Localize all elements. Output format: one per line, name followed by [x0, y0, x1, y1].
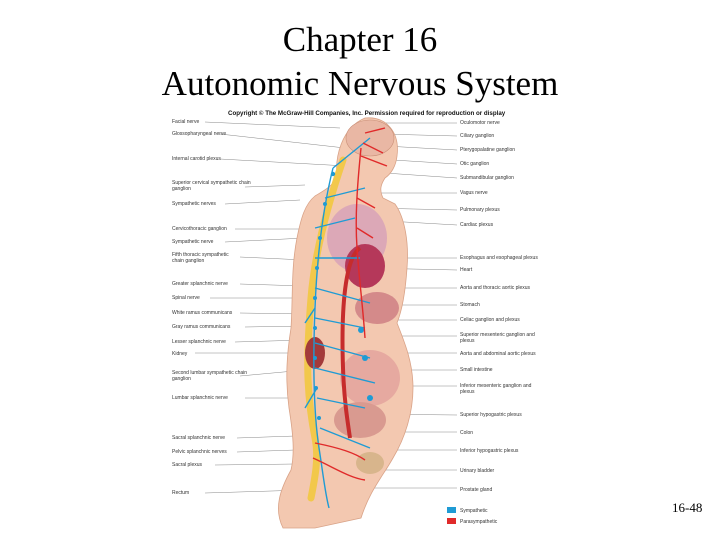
- legend-label-parasympathetic: Parasympathetic: [460, 519, 498, 525]
- label-pterygopalatine-ganglion: Pterygopalatine ganglion: [460, 147, 516, 153]
- label-fifth-thoracic-ganglion: Fifth thoracic sympathetic chain ganglio…: [172, 252, 229, 264]
- legend-swatch-sympathetic: [447, 507, 456, 513]
- label-superior-hypogastric-plexus: Superior hypogastric plexus: [460, 412, 522, 418]
- legend-label-sympathetic: Sympathetic: [460, 508, 488, 514]
- copyright-notice: Copyright © The McGraw-Hill Companies, I…: [228, 110, 506, 117]
- label-otic-ganglion: Otic ganglion: [460, 161, 490, 167]
- label-stomach: Stomach: [460, 302, 480, 308]
- label-heart: Heart: [460, 267, 473, 273]
- label-oculomotor-nerve: Oculomotor nerve: [460, 120, 500, 126]
- stomach: [355, 292, 399, 324]
- label-urinary-bladder: Urinary bladder: [460, 468, 495, 474]
- label-rectum: Rectum: [172, 490, 190, 496]
- label-thoracic-aortic-plexus: Aorta and thoracic aortic plexus: [460, 285, 531, 291]
- slide-title-line1: Chapter 16: [282, 20, 438, 59]
- label-greater-splanchnic-nerve: Greater splanchnic nerve: [172, 281, 228, 287]
- label-sacral-splanchnic-nerve: Sacral splanchnic nerve: [172, 435, 226, 441]
- label-vagus-nerve: Vagus nerve: [460, 190, 488, 196]
- small-intestine: [340, 350, 400, 406]
- label-lesser-splanchnic-nerve: Lesser splanchnic nerve: [172, 339, 226, 345]
- label-inferior-hypogastric-plexus: Inferior hypogastric plexus: [460, 448, 519, 454]
- label-esophageal-plexus: Esophagus and esophageal plexus: [460, 255, 538, 261]
- label-submandibular-ganglion: Submandibular ganglion: [460, 175, 514, 181]
- label-internal-carotid-plexus: Internal carotid plexus: [172, 156, 221, 162]
- label-abdominal-aortic-plexus: Aorta and abdominal aortic plexus: [460, 351, 536, 357]
- label-colon: Colon: [460, 430, 474, 436]
- sympathetic-nerves: [304, 137, 376, 509]
- label-cardiac-plexus: Cardiac plexus: [460, 222, 494, 228]
- label-superior-cervical-ganglion: Superior cervical sympathetic chain gang…: [172, 180, 251, 192]
- label-white-ramus: White ramus communicans: [172, 310, 233, 316]
- label-cervicothoracic-ganglion: Cervicothoracic ganglion: [172, 226, 227, 232]
- label-ciliary-ganglion: Ciliary ganglion: [460, 133, 495, 139]
- label-pulmonary-plexus: Pulmonary plexus: [460, 207, 500, 213]
- sympathetic-ganglia: [313, 171, 373, 420]
- page-number: 16-48: [672, 500, 703, 515]
- label-sacral-plexus: Sacral plexus: [172, 462, 203, 468]
- body-silhouette: [278, 117, 414, 529]
- slide-title-line2: Autonomic Nervous System: [161, 64, 559, 103]
- label-sympathetic-nerve: Sympathetic nerve: [172, 239, 214, 245]
- label-superior-mesenteric-ganglion: Superior mesenteric ganglion and plexus: [460, 332, 535, 344]
- aorta: [340, 246, 362, 439]
- legend-swatch-parasympathetic: [447, 518, 456, 524]
- urinary-bladder: [356, 452, 384, 474]
- label-inferior-mesenteric-ganglion: Inferior mesenteric ganglion and plexus: [460, 383, 532, 395]
- label-second-lumbar-ganglion: Second lumbar sympathetic chain ganglion: [172, 370, 248, 382]
- label-facial-nerve: Facial nerve: [172, 119, 200, 125]
- label-glossopharyngeal-nerve: Glossopharyngeal nerve: [172, 131, 227, 137]
- label-pelvic-splanchnic-nerves: Pelvic splanchnic nerves: [172, 449, 227, 455]
- label-gray-ramus: Gray ramus communicans: [172, 324, 231, 330]
- label-kidney: Kidney: [172, 351, 188, 357]
- label-small-intestine: Small intestine: [460, 367, 493, 373]
- label-sympathetic-nerves: Sympathetic nerves: [172, 201, 216, 207]
- autonomic-nervous-system-illustration: [195, 117, 458, 529]
- label-lumbar-splanchnic-nerve: Lumbar splanchnic nerve: [172, 395, 228, 401]
- label-spinal-nerve: Spinal nerve: [172, 295, 200, 301]
- parasympathetic-nerves: [312, 127, 388, 481]
- label-prostate-gland: Prostate gland: [460, 487, 493, 493]
- kidney: [305, 337, 325, 369]
- label-celiac-ganglion: Celiac ganglion and plexus: [460, 317, 520, 323]
